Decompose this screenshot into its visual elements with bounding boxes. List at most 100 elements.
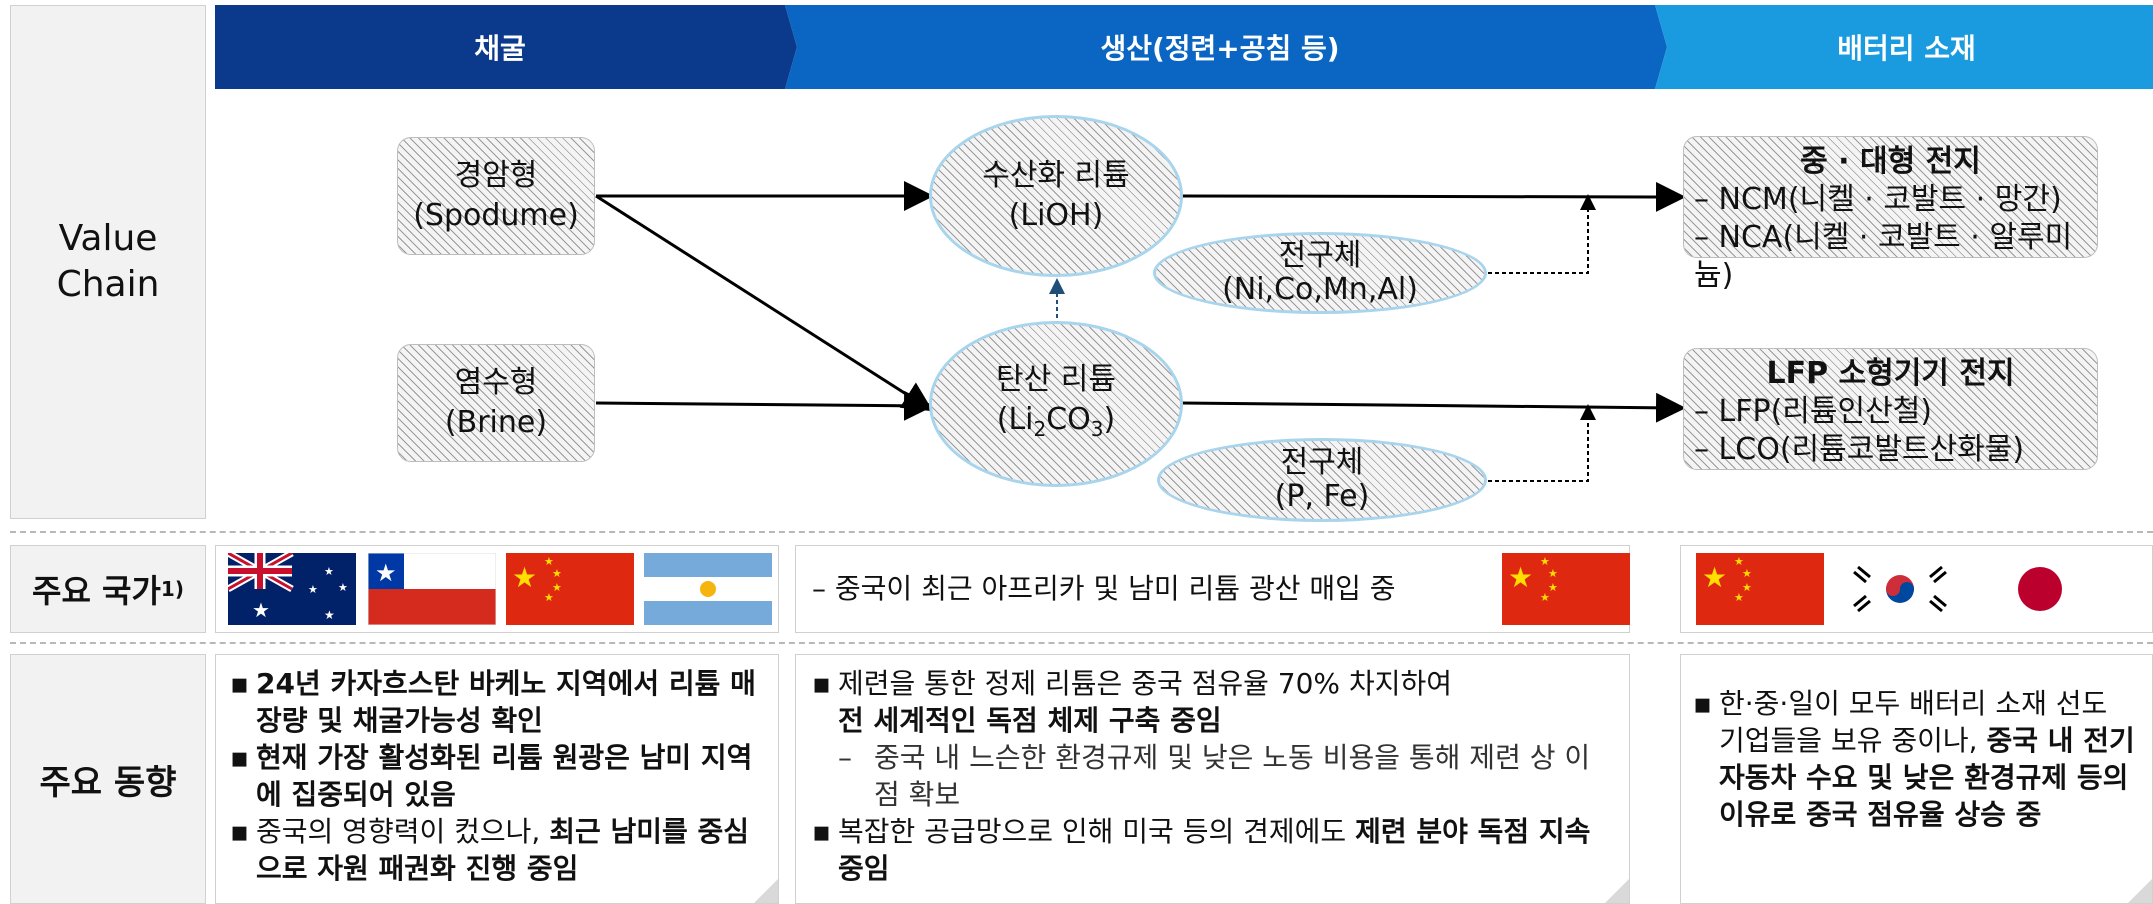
arrow-hardrock-to-li2co3 bbox=[595, 194, 934, 412]
flow-connectors bbox=[595, 181, 1686, 482]
dash-marker: – bbox=[838, 741, 852, 774]
battery-small-item-2-text: LCO(리튬코발트산화물) bbox=[1718, 432, 2025, 467]
node-lioh: 수산화 리튬 (LiOH) bbox=[929, 115, 1183, 277]
svg-text:★: ★ bbox=[552, 567, 562, 580]
stage-label-production: 생산(정련+공침 등) bbox=[1100, 32, 1340, 65]
bullet-marker: ▪ bbox=[1693, 687, 1712, 720]
page-fold-decoration bbox=[1605, 879, 1629, 903]
trend-production-1-sub: –중국 내 느슨한 환경규제 및 낮은 노동 비용을 통해 제련 상 이점 확보 bbox=[808, 739, 1613, 813]
trend-production-1-plain: 제련을 통한 정제 리튬은 중국 점유율 70% 차지하여 bbox=[838, 667, 1452, 700]
trend-mining-2-bold: 현재 가장 활성화된 리튬 원광은 남미 지역에 집중되어 있음 bbox=[256, 741, 753, 811]
node-precursor-ncm-line2: (Ni,Co,Mn,Al) bbox=[1222, 272, 1418, 307]
node-hard-rock-line1: 경암형 bbox=[454, 158, 538, 193]
svg-text:★: ★ bbox=[252, 598, 270, 622]
trend-production-1-bold: 전 세계적인 독점 체제 구축 중임 bbox=[838, 704, 1222, 737]
page-fold-decoration bbox=[754, 879, 778, 903]
battery-small-item-2: – LCO(리튬코발트산화물) bbox=[1694, 431, 2087, 469]
node-hard-rock: 경암형 (Spodume) bbox=[397, 137, 595, 255]
korea-flag bbox=[1836, 553, 1964, 625]
china-flag: ★ ★ ★ ★ ★ bbox=[1502, 553, 1630, 625]
node-precursor-ncm: 전구체 (Ni,Co,Mn,Al) bbox=[1153, 232, 1487, 314]
countries-label-footnote: 1) bbox=[160, 577, 184, 601]
svg-text:★: ★ bbox=[1734, 591, 1744, 604]
node-lioh-line1: 수산화 리튬 bbox=[982, 158, 1130, 193]
stage-arrow-production bbox=[785, 5, 1667, 89]
svg-text:★: ★ bbox=[1702, 561, 1727, 594]
li2co3-part-a: (Li bbox=[996, 401, 1034, 437]
page-fold-decoration bbox=[2128, 879, 2152, 903]
trends-panel-battery: ▪한·중·일이 모두 배터리 소재 선도 기업들을 보유 중이나, 중국 내 전… bbox=[1680, 654, 2153, 904]
node-battery-small: LFP 소형기기 전지 – LFP(리튬인산철) – LCO(리튬코발트산화물) bbox=[1683, 348, 2098, 470]
australia-flag: ★ ★ ★ ★ ★ bbox=[228, 553, 356, 625]
arrow-lioh-to-battery1 bbox=[1180, 181, 1686, 212]
svg-text:★: ★ bbox=[1548, 567, 1558, 580]
stage-label-battery: 배터리 소재 bbox=[1837, 32, 1976, 65]
svg-text:★: ★ bbox=[338, 581, 348, 594]
svg-text:★: ★ bbox=[324, 608, 335, 622]
li2co3-part-b: CO bbox=[1046, 401, 1091, 437]
stage-header bbox=[215, 5, 2153, 89]
stage-arrow-battery bbox=[1655, 5, 2153, 89]
li2co3-sub-2: 2 bbox=[1033, 416, 1047, 441]
trends-battery-list: ▪한·중·일이 모두 배터리 소재 선도 기업들을 보유 중이나, 중국 내 전… bbox=[1681, 655, 2152, 833]
row-label-trends: 주요 동향 bbox=[10, 654, 206, 904]
node-li2co3-line1: 탄산 리튬 bbox=[996, 361, 1116, 397]
svg-text:★: ★ bbox=[324, 565, 334, 578]
svg-text:★: ★ bbox=[544, 555, 554, 568]
trends-panel-mining: ▪24년 카자흐스탄 바케노 지역에서 리튬 매장량 및 채굴가능성 확인 ▪현… bbox=[215, 654, 779, 904]
trend-production-2-bold: 제련 분야 독점 지속 중임 bbox=[838, 815, 1591, 885]
china-flag: ★ ★ ★ ★ ★ bbox=[506, 553, 634, 625]
svg-text:★: ★ bbox=[308, 583, 318, 596]
bullet-marker: ▪ bbox=[812, 667, 831, 700]
trend-mining-3-bold: 최근 남미를 중심으로 자원 패권화 진행 중임 bbox=[256, 815, 750, 885]
svg-text:★: ★ bbox=[1548, 581, 1558, 594]
trend-battery-1-bold: 중국 내 전기자동차 수요 및 낮은 환경규제 등의 이유로 중국 점유율 상승… bbox=[1719, 724, 2135, 831]
battery-small-item-1: – LFP(리튬인산철) bbox=[1694, 393, 2087, 431]
battery-small-item-1-text: LFP(리튬인산철) bbox=[1718, 394, 1933, 429]
node-precursor-lfp: 전구체 (P, Fe) bbox=[1157, 438, 1487, 522]
arrow-precursor1-to-battery1 bbox=[1488, 194, 1596, 274]
svg-text:★: ★ bbox=[512, 561, 537, 594]
trend-production-2: ▪복잡한 공급망으로 인해 미국 등의 견제에도 제련 분야 독점 지속 중임 bbox=[808, 813, 1613, 887]
trend-mining-2: ▪현재 가장 활성화된 리튬 원광은 남미 지역에 집중되어 있음 bbox=[226, 739, 764, 813]
dash-marker: – bbox=[1694, 220, 1709, 255]
node-precursor-lfp-line2: (P, Fe) bbox=[1274, 479, 1370, 514]
china-flag: ★ ★ ★ ★ ★ bbox=[1696, 553, 1824, 625]
dash-marker: – bbox=[1694, 432, 1709, 467]
trends-mining-list: ▪24년 카자흐스탄 바케노 지역에서 리튬 매장량 및 채굴가능성 확인 ▪현… bbox=[216, 655, 778, 887]
arrow-li2co3-to-battery2 bbox=[1180, 392, 1686, 423]
trend-battery-1-plain: 한·중·일이 모두 배터리 소재 선도 기업들을 보유 중이나, bbox=[1719, 687, 2108, 757]
trend-battery-1: ▪한·중·일이 모두 배터리 소재 선도 기업들을 보유 중이나, 중국 내 전… bbox=[1689, 685, 2140, 833]
svg-text:★: ★ bbox=[1742, 581, 1752, 594]
battery-large-item-2-text: NCA(니켈 · 코발트 · 알루미늄) bbox=[1694, 220, 2073, 293]
battery-small-title: LFP 소형기기 전지 bbox=[1766, 356, 2015, 391]
node-precursor-lfp-line1: 전구체 bbox=[1280, 445, 1364, 480]
svg-text:★: ★ bbox=[1540, 555, 1550, 568]
trend-production-1-sub-text: 중국 내 느슨한 환경규제 및 낮은 노동 비용을 통해 제련 상 이점 확보 bbox=[874, 741, 1591, 811]
battery-large-title: 중 · 대형 전지 bbox=[1800, 144, 1981, 179]
bullet-marker: ▪ bbox=[230, 741, 249, 774]
stage-label-mining: 채굴 bbox=[474, 32, 526, 65]
dash-marker: – bbox=[1694, 394, 1709, 429]
countries-label-text: 주요 국가 bbox=[32, 572, 161, 610]
japan-flag bbox=[1976, 553, 2104, 625]
trend-production-2-plain: 복잡한 공급망으로 인해 미국 등의 견제에도 bbox=[838, 815, 1356, 848]
node-brine-line2: (Brine) bbox=[444, 405, 548, 440]
battery-large-item-1-text: NCM(니켈 · 코발트 · 망간) bbox=[1718, 182, 2062, 217]
production-country-note: – 중국이 최근 아프리카 및 남미 리튬 광산 매입 중 bbox=[812, 572, 1396, 605]
bullet-marker: ▪ bbox=[230, 815, 249, 848]
node-lioh-line2: (LiOH) bbox=[1008, 198, 1104, 233]
svg-text:★: ★ bbox=[1540, 591, 1550, 604]
battery-large-item-2: – NCA(니켈 · 코발트 · 알루미늄) bbox=[1694, 219, 2087, 295]
trend-mining-3: ▪중국의 영향력이 컸으나, 최근 남미를 중심으로 자원 패권화 진행 중임 bbox=[226, 813, 764, 887]
node-brine-line1: 염수형 bbox=[454, 365, 538, 400]
svg-text:★: ★ bbox=[1734, 555, 1744, 568]
countries-panel-production bbox=[795, 545, 1630, 633]
li2co3-part-c: ) bbox=[1103, 401, 1116, 437]
separator-2 bbox=[10, 642, 2153, 644]
separator-1 bbox=[10, 531, 2153, 533]
bullet-marker: ▪ bbox=[812, 815, 831, 848]
